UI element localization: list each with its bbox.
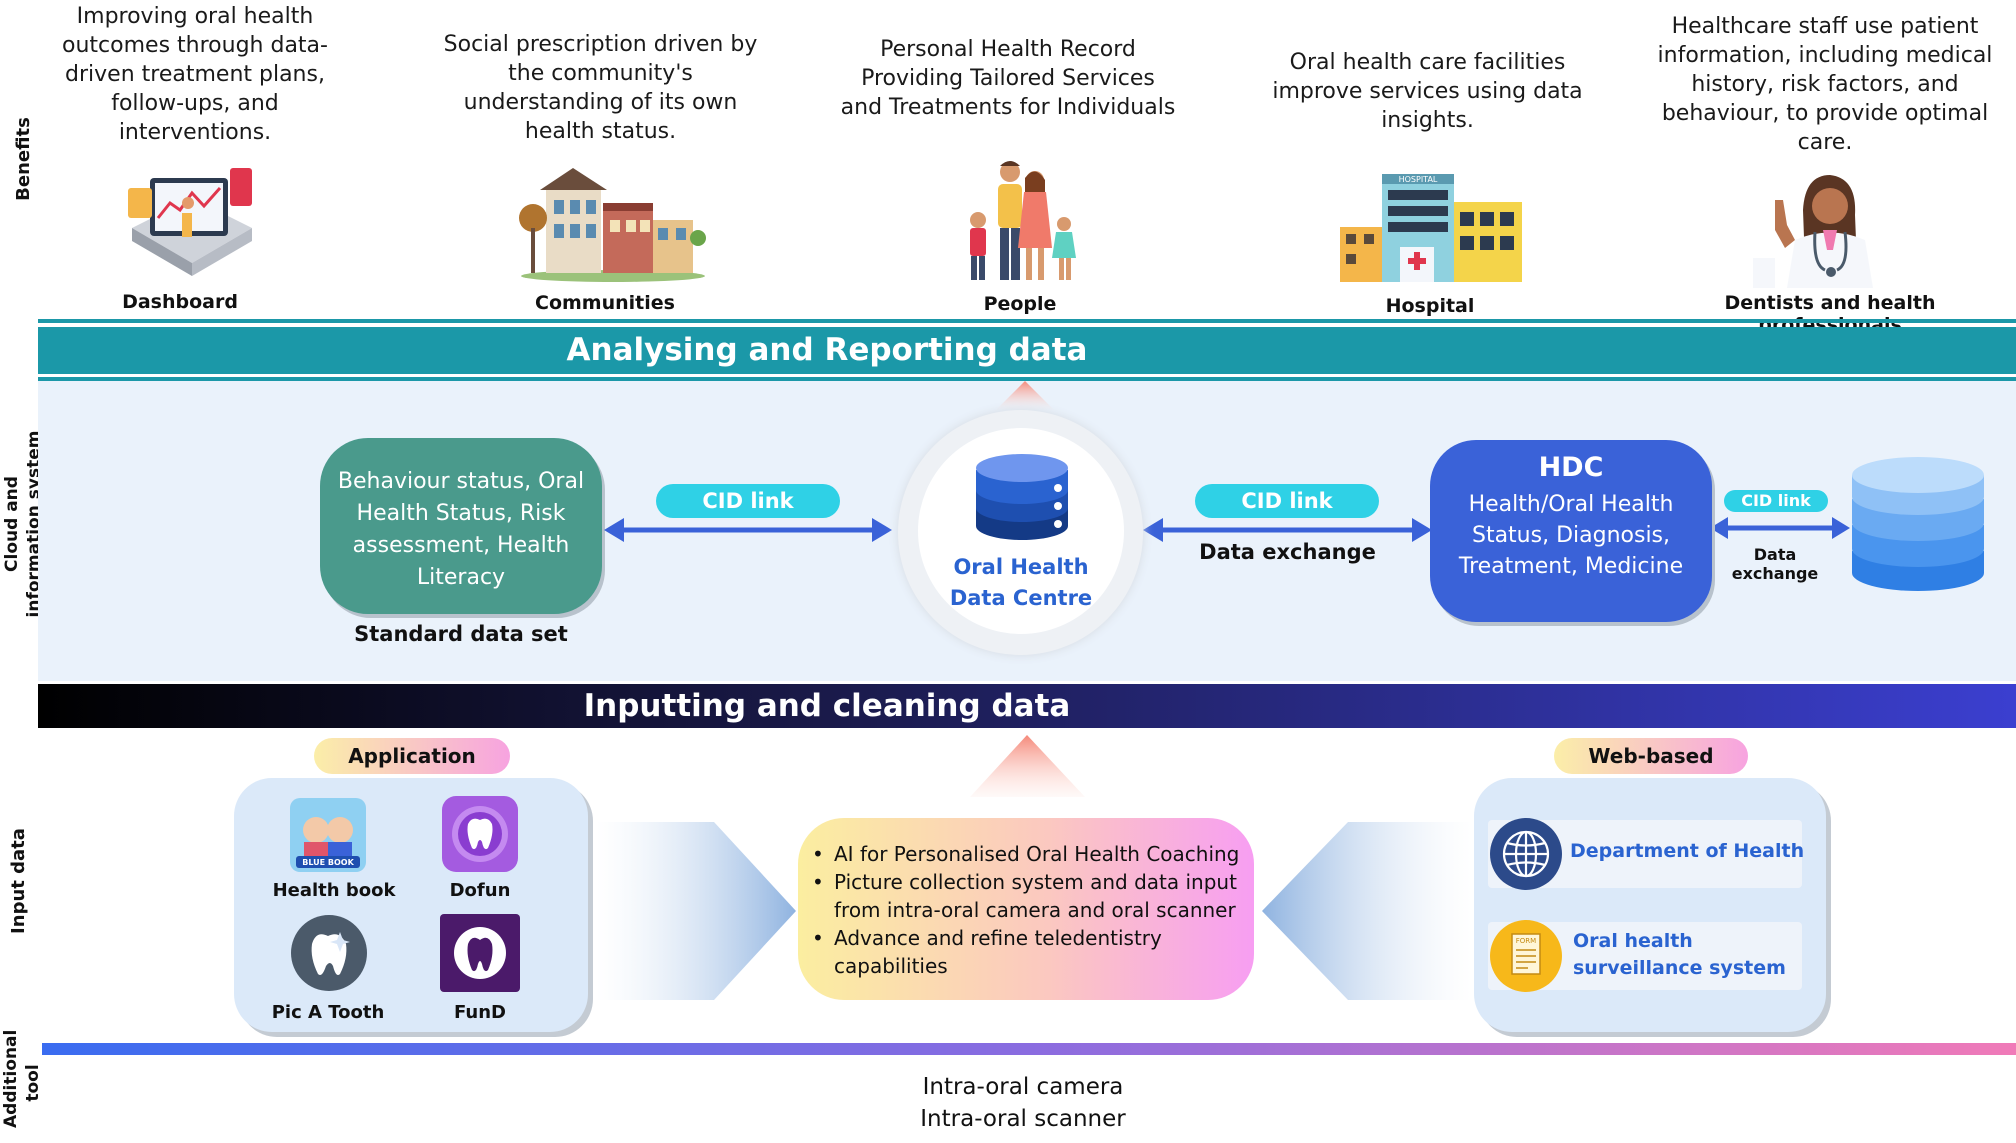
cid-link-pill-2: CID link — [1195, 484, 1379, 518]
band-inputting: Inputting and cleaning data — [38, 684, 2016, 728]
data-exchange-label-1: Data exchange — [1199, 540, 1376, 564]
tooth-circle-icon — [442, 796, 518, 872]
center-bullet-2: •Picture collection system and data inpu… — [812, 868, 1244, 924]
benefit-text-dashboard: Improving oral health outcomes through d… — [62, 4, 328, 145]
upward-arrow-bottom — [970, 735, 1085, 797]
benefit-label-people: People — [983, 293, 1057, 315]
additional-line-1: Intra-oral camera — [922, 1074, 1124, 1100]
standard-data-text: Behaviour status, Oral Health Status, Ri… — [337, 469, 585, 590]
web-based-pill: Web-based — [1554, 738, 1748, 774]
cid-link-3-text: CID link — [1741, 491, 1811, 510]
community-buildings-icon — [518, 158, 708, 283]
standard-data-box: Behaviour status, Oral Health Status, Ri… — [320, 438, 602, 614]
center-bullet-1-text: AI for Personalised Oral Health Coaching — [834, 842, 1240, 866]
app-label-pic-a-tooth: Pic A Tooth — [271, 1002, 385, 1023]
benefit-text-people: Personal Health Record Providing Tailore… — [840, 37, 1176, 120]
tooth-sparkle-icon — [290, 914, 368, 992]
band-bottom-line — [38, 377, 2016, 381]
hdc-body: Health/Oral Health Status, Diagnosis, Tr… — [1458, 492, 1684, 579]
blue-book-icon: BLUE BOOK — [290, 798, 366, 872]
band-analysing-title: Analysing and Reporting data — [566, 332, 1088, 368]
center-bullet-3-text: Advance and refine teledentistry capabil… — [834, 926, 1162, 978]
web-label-department: Department of Health — [1570, 840, 1805, 862]
additional-line-2: Intra-oral scanner — [920, 1106, 1126, 1132]
family-icon — [960, 158, 1085, 286]
application-pill-text: Application — [348, 744, 476, 768]
band-top-line — [38, 319, 2016, 323]
data-centre-label-text: Oral Health Data Centre — [949, 555, 1093, 610]
data-centre-label: Oral Health Data Centre — [935, 552, 1107, 614]
benefit-text-communities: Social prescription driven by the commun… — [443, 32, 758, 144]
cid-link-pill-1: CID link — [656, 484, 840, 518]
center-bullet-1: •AI for Personalised Oral Health Coachin… — [812, 842, 1240, 866]
app-label-health-book: Health book — [272, 880, 396, 901]
center-bullet-2-text: Picture collection system and data input… — [834, 870, 1237, 922]
form-badge: FORM — [1516, 937, 1536, 945]
center-bullet-3: •Advance and refine teledentistry capabi… — [812, 924, 1244, 980]
hdc-box: HDC Health/Oral Health Status, Diagnosis… — [1430, 440, 1712, 622]
database-icon-centre — [972, 450, 1072, 546]
cid-link-pill-3: CID link — [1724, 490, 1828, 512]
application-box — [234, 778, 588, 1032]
benefit-text-hospital: Oral health care facilities improve serv… — [1272, 50, 1583, 133]
application-pill: Application — [314, 738, 510, 774]
app-label-fund: FunD — [454, 1002, 506, 1023]
blue-book-badge: BLUE BOOK — [302, 858, 354, 867]
arrow-web-to-center — [1262, 822, 1472, 1000]
center-bullet-box: •AI for Personalised Oral Health Coachin… — [798, 818, 1254, 1000]
tooth-dark-icon — [440, 914, 520, 992]
web-label-surveillance: Oral health surveillance system — [1573, 930, 1786, 979]
form-icon: FORM — [1488, 918, 1564, 994]
dashboard-icon — [122, 158, 257, 288]
hospital-sign: HOSPITAL — [1399, 175, 1438, 184]
additional-divider — [42, 1043, 2016, 1055]
benefit-text-dentists: Healthcare staff use patient information… — [1657, 14, 1993, 155]
hdc-title: HDC — [1538, 452, 1604, 483]
upward-arrow-top — [995, 381, 1055, 411]
database-icon-right — [1850, 455, 1986, 595]
benefit-label-hospital: Hospital — [1385, 295, 1475, 317]
data-exchange-label-2: Data exchange — [1731, 545, 1819, 583]
doctor-icon — [1745, 170, 1895, 288]
cid-link-2-text: CID link — [1241, 489, 1333, 513]
arrows-layer — [604, 517, 1850, 542]
benefit-label-dashboard: Dashboard — [122, 291, 238, 313]
side-label-additional-text: Additional tool — [1, 1029, 43, 1128]
side-label-additional: Additional tool — [0, 1030, 46, 1128]
hospital-icon: HOSPITAL — [1340, 172, 1522, 282]
side-label-input: Input data — [8, 828, 29, 934]
band-analysing: Analysing and Reporting data — [38, 327, 2016, 374]
benefit-label-communities: Communities — [535, 292, 675, 314]
globe-icon — [1488, 816, 1564, 892]
arrow-application-to-center — [596, 822, 796, 1000]
web-based-pill-text: Web-based — [1588, 744, 1714, 768]
standard-data-label: Standard data set — [354, 622, 568, 646]
band-inputting-title: Inputting and cleaning data — [583, 688, 1071, 724]
app-label-dofun: Dofun — [449, 880, 511, 901]
cid-link-1-text: CID link — [702, 489, 794, 513]
